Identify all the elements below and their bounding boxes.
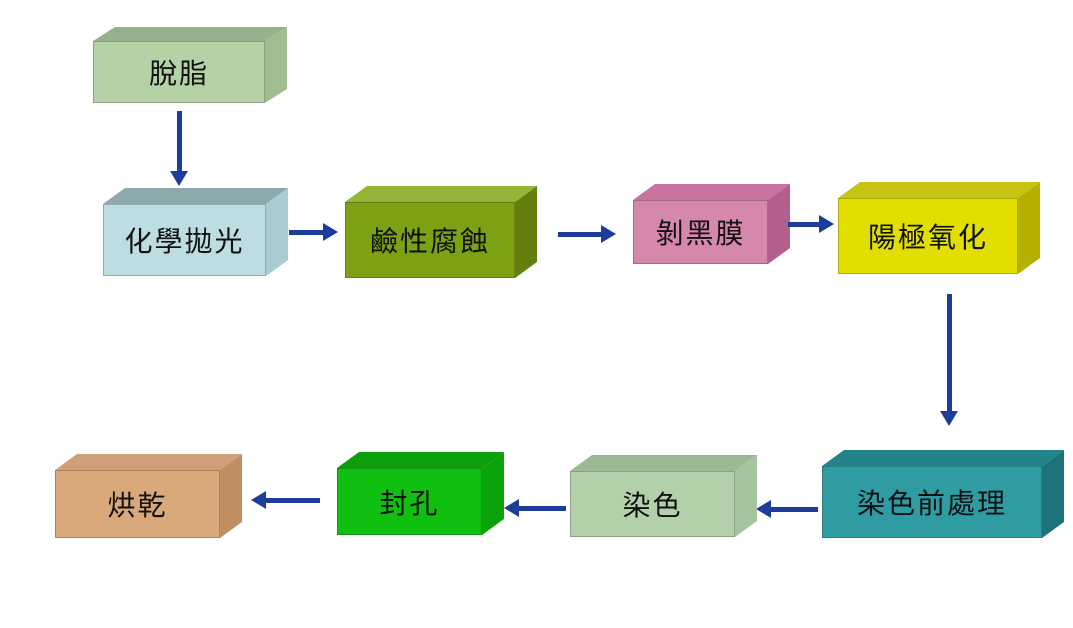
arrow-chemical-polish-to-alkaline-etch <box>289 223 338 241</box>
node-strip-black-film: 剝黑膜 <box>633 184 790 264</box>
arrow-head-down-icon <box>940 411 958 426</box>
box-front-face: 染色 <box>570 471 735 537</box>
arrow-shaft <box>289 229 323 235</box>
box-side-face <box>482 452 504 535</box>
box-front-face: 化學拋光 <box>103 204 266 276</box>
arrow-head-right-icon <box>601 225 616 243</box>
box-front-face: 剝黑膜 <box>633 200 768 264</box>
box-side-face <box>768 184 790 264</box>
box-top-face <box>337 452 504 468</box>
node-label: 染色 <box>622 490 683 521</box>
node-seal: 封孔 <box>337 452 504 535</box>
box-top-face <box>93 27 287 41</box>
arrow-shaft <box>176 111 182 171</box>
arrow-head-left-icon <box>251 491 266 509</box>
box-front-face: 封孔 <box>337 468 482 535</box>
node-label: 染色前處理 <box>856 488 1007 519</box>
box-front-face: 鹼性腐蝕 <box>345 202 515 278</box>
arrow-shaft <box>771 506 818 512</box>
arrow-seal-to-dry <box>251 491 320 509</box>
box-top-face <box>103 188 288 204</box>
arrow-shaft <box>788 221 819 227</box>
arrow-head-right-icon <box>323 223 338 241</box>
node-label: 化學拋光 <box>124 226 245 257</box>
box-front-face: 烘乾 <box>55 470 220 538</box>
node-degrease: 脫脂 <box>93 27 287 103</box>
box-side-face <box>515 186 537 278</box>
box-front-face: 脫脂 <box>93 41 265 103</box>
node-dry: 烘乾 <box>55 454 242 538</box>
arrow-strip-black-film-to-anodize <box>788 215 834 233</box>
arrow-shaft <box>558 231 601 237</box>
node-anodize: 陽極氧化 <box>838 182 1040 274</box>
box-top-face <box>633 184 790 200</box>
arrow-head-left-icon <box>504 499 519 517</box>
node-label: 鹼性腐蝕 <box>369 226 490 257</box>
arrow-dye-to-seal <box>504 499 566 517</box>
arrow-shaft <box>519 505 566 511</box>
box-top-face <box>570 455 757 471</box>
node-label: 烘乾 <box>107 490 168 521</box>
node-pre-dye-treatment: 染色前處理 <box>822 450 1064 538</box>
arrow-anodize-to-pre-dye-treatment <box>940 294 958 426</box>
box-side-face <box>266 188 288 276</box>
box-top-face <box>345 186 537 202</box>
arrow-pre-dye-treatment-to-dye <box>756 500 818 518</box>
node-label: 脫脂 <box>148 58 209 89</box>
node-dye: 染色 <box>570 455 757 537</box>
node-label: 剝黑膜 <box>655 218 746 249</box>
node-alkaline-etch: 鹼性腐蝕 <box>345 186 537 278</box>
box-side-face <box>1042 450 1064 538</box>
arrow-head-right-icon <box>819 215 834 233</box>
arrow-head-down-icon <box>170 171 188 186</box>
arrow-head-left-icon <box>756 500 771 518</box>
box-top-face <box>55 454 242 470</box>
box-side-face <box>220 454 242 538</box>
box-side-face <box>735 455 757 537</box>
box-top-face <box>838 182 1040 198</box>
node-chemical-polish: 化學拋光 <box>103 188 288 276</box>
arrow-shaft <box>946 294 952 411</box>
arrow-degrease-to-chemical-polish <box>170 111 188 186</box>
box-side-face <box>265 27 287 103</box>
box-top-face <box>822 450 1064 466</box>
node-label: 封孔 <box>379 487 440 519</box>
box-front-face: 染色前處理 <box>822 466 1042 538</box>
arrow-shaft <box>266 497 320 503</box>
box-front-face: 陽極氧化 <box>838 198 1018 274</box>
arrow-alkaline-etch-to-strip-black-film <box>558 225 616 243</box>
box-side-face <box>1018 182 1040 274</box>
node-label: 陽極氧化 <box>867 222 988 253</box>
